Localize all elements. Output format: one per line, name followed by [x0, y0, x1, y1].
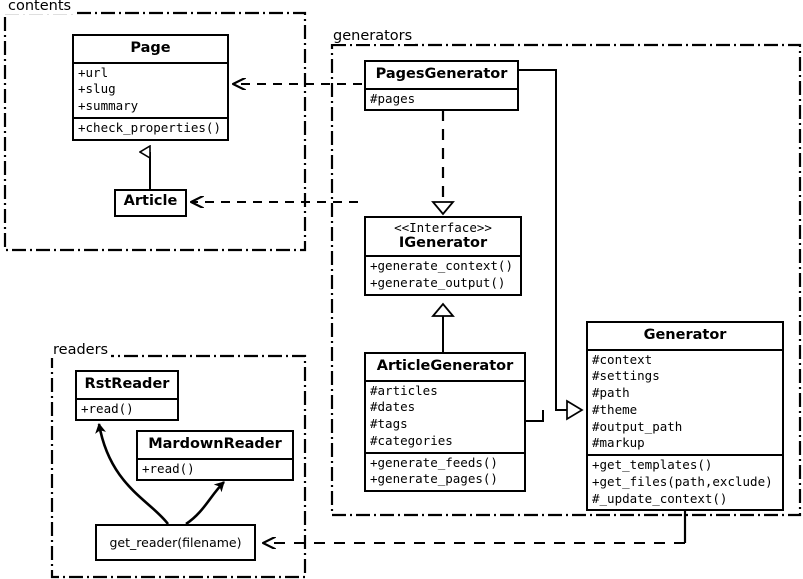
class-box-article[interactable]: Article	[114, 189, 187, 217]
attribute-item: #settings	[592, 368, 660, 384]
class-header-igenerator: <<Interface>> IGenerator	[366, 218, 520, 255]
package-label-contents: contents	[5, 0, 75, 14]
method-item: +generate_pages()	[370, 471, 498, 487]
edge-pagesgenerator-to-igenerator	[431, 110, 455, 216]
attribute-item: #tags	[370, 416, 408, 432]
attribute-item: #pages	[370, 90, 416, 106]
attribute-item: +slug	[78, 81, 116, 97]
class-stereotype-igenerator: <<Interface>>	[394, 220, 492, 235]
method-item: #_update_context()	[592, 490, 728, 506]
class-name-rstreader: RstReader	[84, 376, 170, 392]
class-attributes-articlegenerator: #articles #dates #tags #categories	[366, 379, 524, 452]
edge-generators-to-generator	[519, 69, 584, 422]
class-box-mardownreader[interactable]: MardownReader +read()	[136, 430, 294, 482]
class-methods-generator: +get_templates() +get_files(path,exclude…	[588, 454, 782, 509]
class-methods-rstreader: +read()	[77, 397, 177, 420]
method-item: +generate_context()	[370, 258, 513, 274]
class-attributes-generator: #context #settings #path #theme #output_…	[588, 348, 782, 455]
package-label-generators: generators	[330, 28, 416, 44]
attribute-item: #articles	[370, 382, 438, 398]
class-attributes-page: +url +slug +summary	[74, 61, 227, 117]
attribute-item: #output_path	[592, 418, 683, 434]
class-name-generator: Generator	[643, 327, 727, 343]
class-name-article: Article	[123, 193, 178, 209]
method-item: +generate_output()	[370, 275, 506, 291]
class-name-pagesgenerator: PagesGenerator	[375, 66, 508, 82]
attribute-item: #categories	[370, 432, 453, 448]
class-name-igenerator: IGenerator	[398, 234, 488, 251]
attribute-item: #context	[592, 351, 653, 367]
class-box-pagesgenerator[interactable]: PagesGenerator #pages	[364, 60, 519, 112]
class-methods-articlegenerator: +generate_feeds() +generate_pages()	[366, 451, 524, 491]
class-box-page[interactable]: Page +url +slug +summary +check_properti…	[72, 34, 229, 141]
method-item: +get_templates()	[592, 457, 713, 473]
method-item: +check_properties()	[78, 119, 221, 135]
attribute-item: +url	[78, 64, 109, 80]
class-attributes-pagesgenerator: #pages	[366, 87, 517, 110]
edge-articlegenerator-to-igenerator	[431, 302, 455, 352]
class-box-rstreader[interactable]: RstReader +read()	[75, 370, 179, 422]
class-methods-igenerator: +generate_context() +generate_output()	[366, 255, 520, 294]
class-name-mardownreader: MardownReader	[148, 436, 282, 452]
method-item: +read()	[81, 400, 134, 416]
class-methods-mardownreader: +read()	[138, 457, 292, 480]
attribute-item: #markup	[592, 435, 645, 451]
method-item: +generate_feeds()	[370, 454, 498, 470]
attribute-item: +summary	[78, 98, 139, 114]
attribute-item: #theme	[592, 401, 638, 417]
class-box-articlegenerator[interactable]: ArticleGenerator #articles #dates #tags …	[364, 352, 526, 493]
function-name-get-reader: get_reader(filename)	[109, 535, 242, 550]
class-box-igenerator[interactable]: <<Interface>> IGenerator +generate_conte…	[364, 216, 522, 296]
attribute-item: #path	[592, 385, 630, 401]
attribute-item: #dates	[370, 399, 416, 415]
method-item: +read()	[142, 460, 195, 476]
method-item: +get_files(path,exclude)	[592, 473, 773, 489]
class-methods-page: +check_properties()	[74, 116, 227, 139]
class-name-articlegenerator: ArticleGenerator	[376, 358, 514, 374]
function-box-get-reader[interactable]: get_reader(filename)	[95, 524, 256, 561]
class-box-generator[interactable]: Generator #context #settings #path #them…	[586, 321, 784, 512]
edge-getreader-to-mardownreader	[185, 481, 225, 526]
class-name-page: Page	[130, 40, 171, 56]
package-label-readers: readers	[50, 342, 112, 358]
